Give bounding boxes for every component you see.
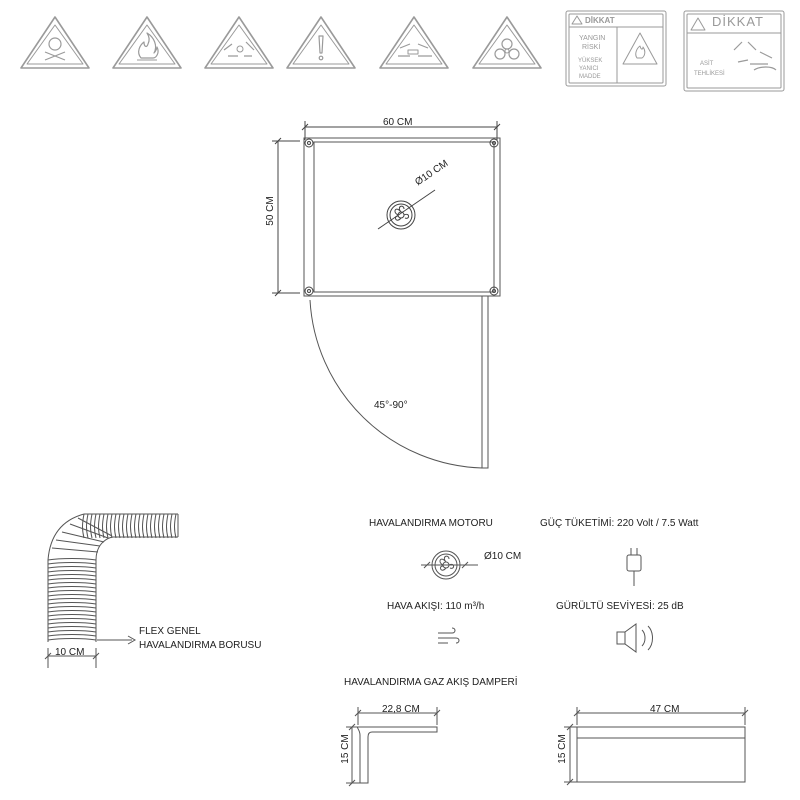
motor-size-label: Ø10 CM — [484, 551, 522, 562]
damper-left-height: 15 CM — [340, 734, 351, 764]
flex-duct-drawing — [44, 513, 179, 668]
power-spec: GÜÇ TÜKETİMİ: 220 Volt / 7.5 Watt — [540, 518, 699, 529]
corrosive-warning-sign — [204, 16, 274, 69]
fire-risk-label-sign — [565, 10, 667, 87]
fire-label-line3: YÜKSEK — [578, 58, 603, 64]
fire-label-line2: RİSKİ — [582, 44, 601, 51]
door-angle-label: 45°-90° — [374, 400, 408, 411]
damper-drawings — [346, 707, 749, 787]
damper-left-width: 22,8 CM — [382, 704, 420, 715]
biohazard-warning-sign — [472, 16, 542, 69]
fire-label-header: DİKKAT — [585, 16, 615, 25]
damper-right-height: 15 CM — [557, 734, 568, 764]
plan-width-label: 60 CM — [383, 117, 413, 128]
poison-skull-warning-sign — [20, 16, 90, 69]
flex-width-label: 10 CM — [55, 647, 85, 658]
spec-icons — [421, 548, 653, 653]
damper-title: HAVALANDIRMA GAZ AKIŞ DAMPERİ — [344, 677, 518, 688]
acid-label-line2: TEHLİKESİ — [694, 71, 725, 77]
acid-label-header: DİKKAT — [712, 14, 764, 29]
damper-right-width: 47 CM — [650, 704, 680, 715]
flex-caption-line2: HAVALANDIRMA BORUSU — [139, 640, 262, 651]
flex-caption-line1: FLEX GENEL — [139, 626, 201, 637]
cabinet-plan-view — [272, 121, 501, 469]
hazard-signs — [20, 10, 785, 92]
acid-danger-label-sign — [683, 10, 785, 92]
fan-icon — [421, 550, 478, 580]
motor-title: HAVALANDIRMA MOTORU — [369, 518, 493, 529]
fan-icon — [386, 200, 416, 230]
plan-height-label: 50 CM — [265, 196, 276, 226]
wind-icon — [438, 627, 460, 644]
fire-label-line1: YANGIN — [579, 35, 606, 42]
acid-label-line1: ASİT — [700, 61, 714, 67]
general-exclamation-warning-sign — [286, 16, 356, 69]
airflow-spec: HAVA AKIŞI: 110 m³/h — [387, 601, 485, 612]
fire-label-line4: YANICI — [579, 66, 599, 72]
chemical-hazard-warning-sign — [379, 16, 449, 69]
flammable-fire-warning-sign — [112, 16, 182, 69]
noise-spec: GÜRÜLTÜ SEVİYESİ: 25 dB — [556, 601, 684, 612]
speaker-icon — [616, 623, 653, 653]
fire-label-line5: MADDE — [579, 74, 601, 80]
plug-icon — [626, 548, 642, 586]
